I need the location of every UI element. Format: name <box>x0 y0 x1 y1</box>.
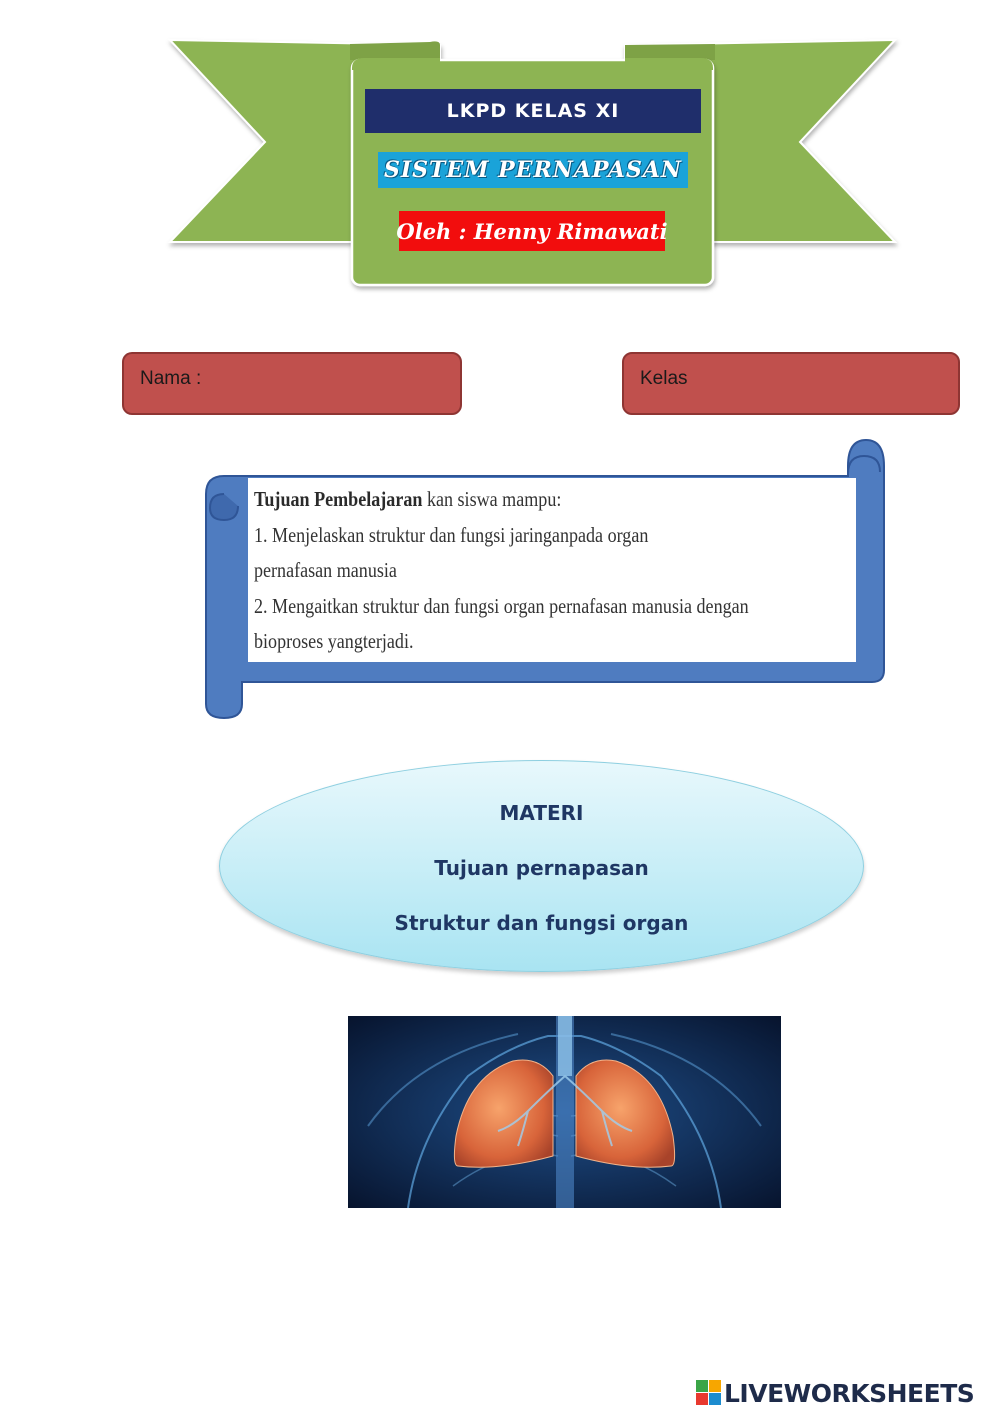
liveworksheets-logo-text: LIVEWORKSHEETS <box>724 1378 975 1408</box>
objective-line-3: 2. Mengaitkan struktur dan fungsi organ … <box>254 593 749 618</box>
materi-item-1: Tujuan pernapasan <box>434 856 649 880</box>
objective-line-4: bioproses yangterjadi. <box>254 629 414 653</box>
objective-line-1: 1. Menjelaskan struktur dan fungsi jarin… <box>254 522 649 547</box>
kelas-field[interactable]: Kelas <box>622 352 960 415</box>
banner-title: LKPD KELAS XI <box>365 89 701 133</box>
nama-label: Nama : <box>140 368 202 389</box>
objectives-text: Tujuan Pembelajaran kan siswa mampu: 1. … <box>254 482 856 660</box>
objectives-scroll <box>205 438 885 720</box>
kelas-label: Kelas <box>640 368 688 389</box>
liveworksheets-logo: LIVEWORKSHEETS <box>696 1377 975 1409</box>
banner-author: Oleh : Henny Rimawati <box>396 211 668 251</box>
materi-item-2: Struktur dan fungsi organ <box>394 911 689 935</box>
objectives-lead: Tujuan Pembelajaran <box>254 487 423 511</box>
nama-field[interactable]: Nama : <box>122 352 462 415</box>
objective-line-2: pernafasan manusia <box>254 558 397 582</box>
objectives-intro: kan siswa mampu: <box>422 487 562 511</box>
liveworksheets-logo-icon <box>696 1380 721 1405</box>
materi-ellipse: MATERI Tujuan pernapasan Struktur dan fu… <box>219 760 864 972</box>
banner-subject: SISTEM PERNAPASAN <box>378 152 688 188</box>
lungs-image <box>348 1016 781 1208</box>
materi-heading: MATERI <box>499 801 584 825</box>
